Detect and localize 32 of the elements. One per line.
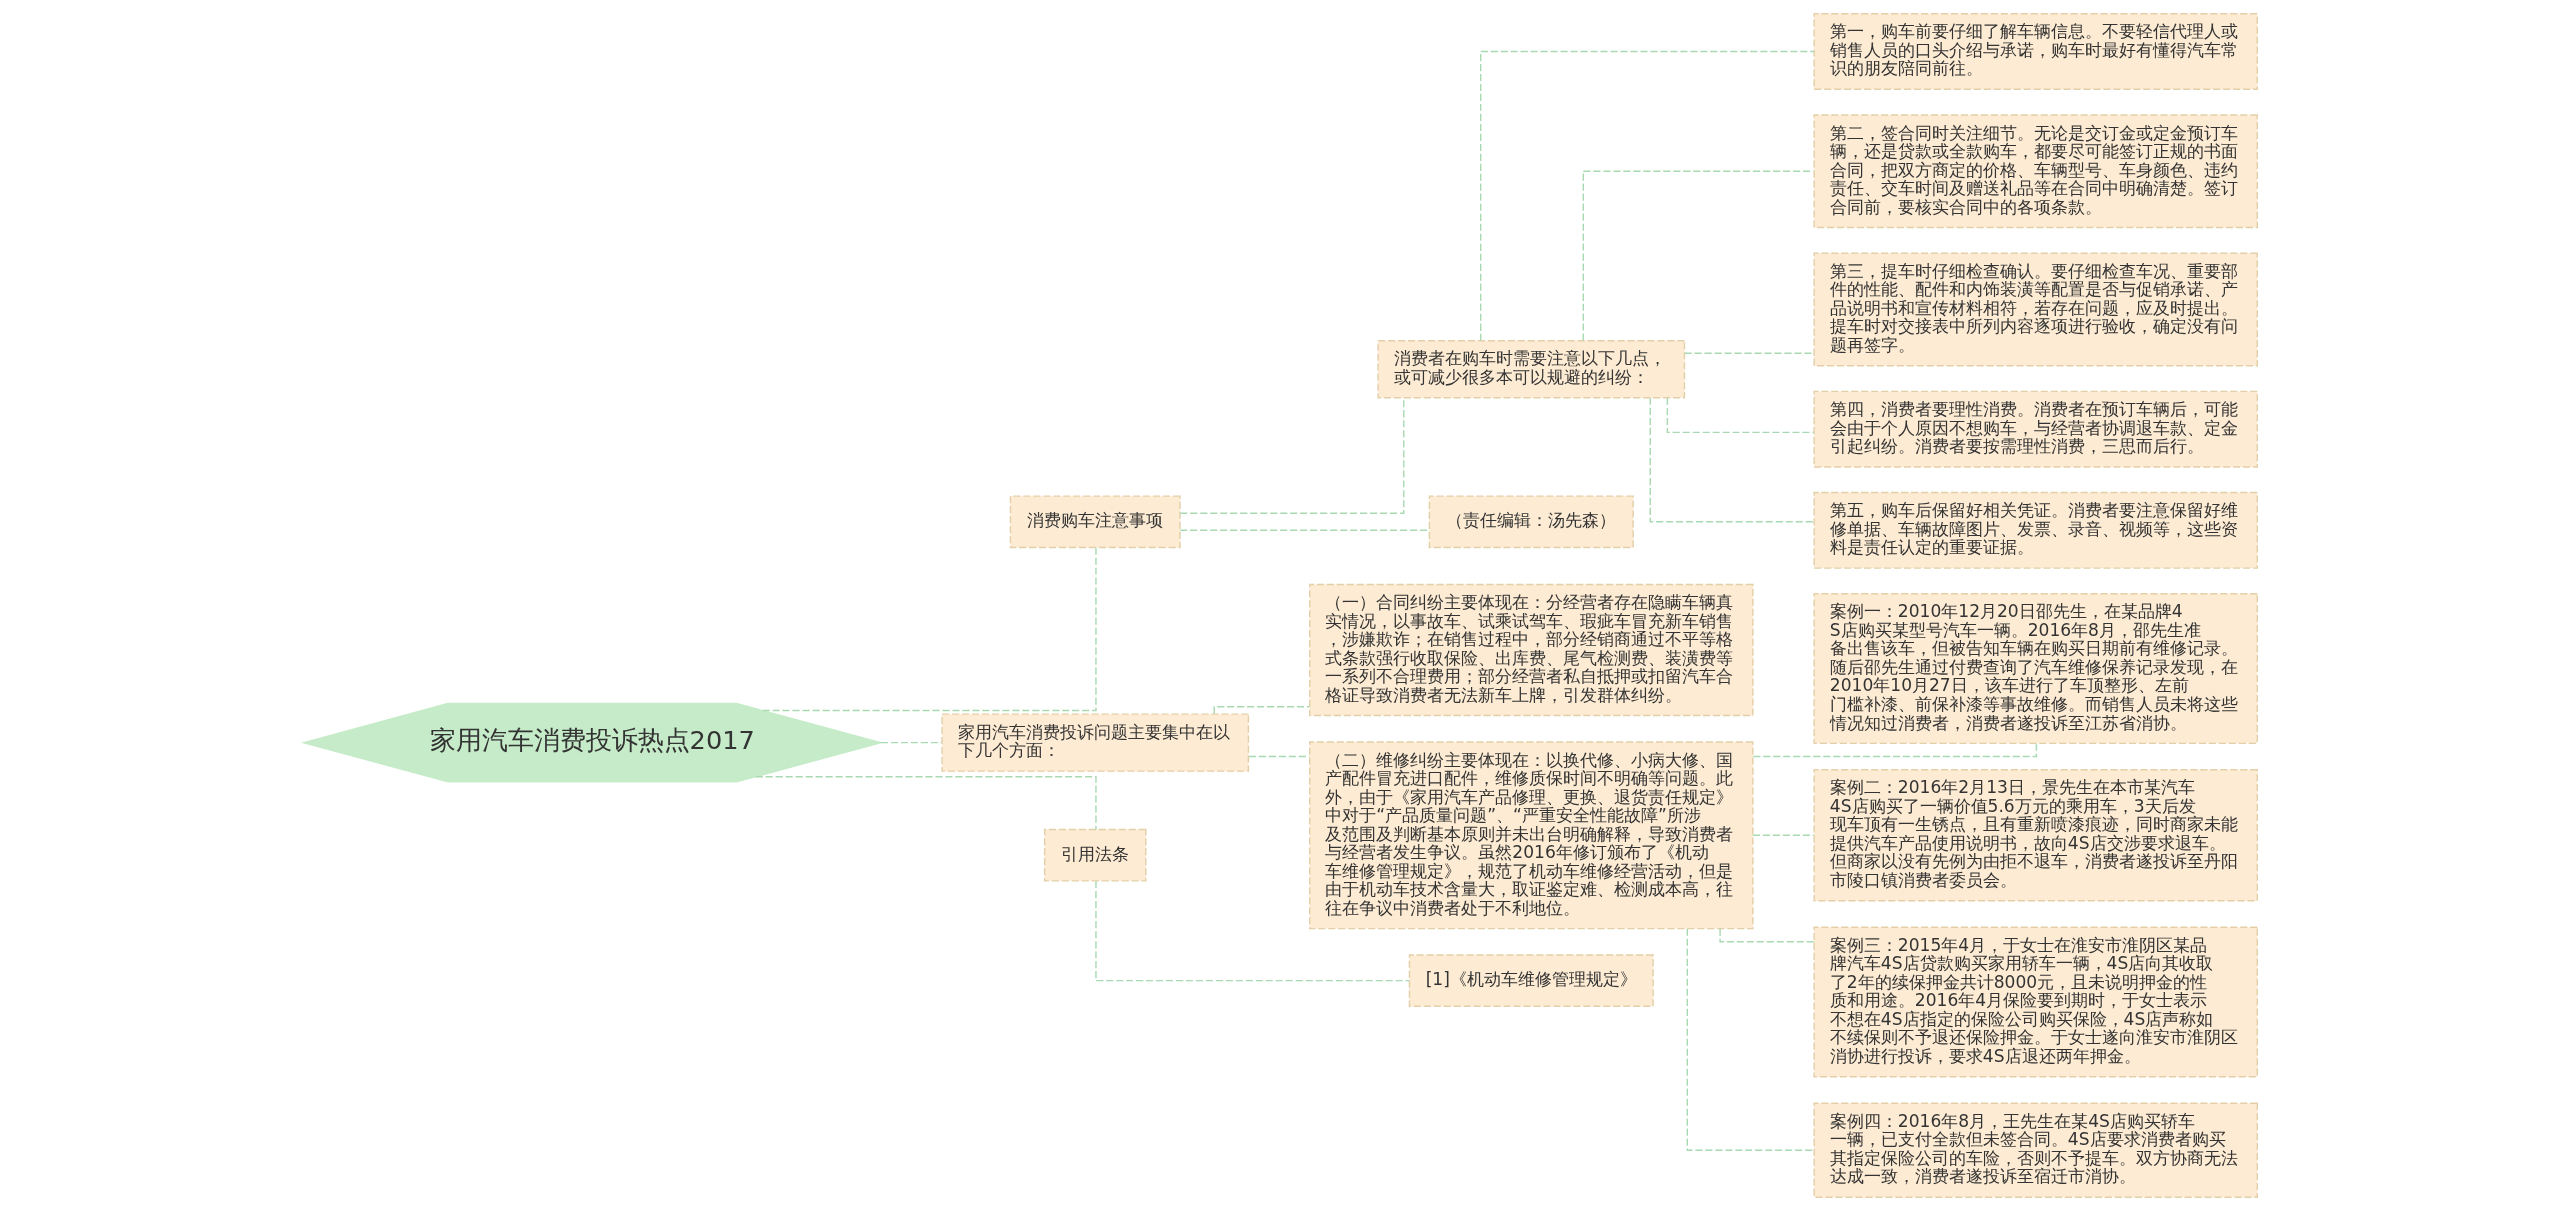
connector: [754, 775, 1097, 831]
connector: [1179, 397, 1404, 514]
connector: [1179, 529, 1430, 532]
node-box: （责任编辑：汤先森）: [1428, 495, 1634, 549]
node-box: 第三，提车时仔细检查确认。要仔细检查车况、重要部件的性能、配件和内饰装潢等配置是否与促销承诺、产品说明书和宣传材料相符，若存在问题，应及时提出。提车时对交接表中所列内容逐项进行验收，确定没有问题再签字。: [1812, 252, 2258, 367]
connector: [1718, 928, 1815, 943]
connector: [1686, 928, 1815, 1151]
node-box: 第四，消费者要理性消费。消费者在预订车辆后，可能会由于个人原因不想购车，与经营者协调退车款、定金引起纠纷。消费者要按需理性消费，三思而后行。: [1812, 390, 2258, 468]
connector: [1666, 397, 1815, 434]
connector: [761, 546, 1097, 712]
node-box: 第二，签合同时关注细节。无论是交订金或定金预订车辆，还是贷款或全款购车，都要尽可能签订正规的书面合同，把双方商定的价格、车辆型号、车身颜色、违约责任、交车时间及赠送礼品等在合同中明确清楚。签订合同前，要核实合同中的各项条款。: [1812, 114, 2258, 229]
node-box: [1]《机动车维修管理规定》: [1408, 954, 1654, 1007]
node-box: 引用法条: [1043, 828, 1147, 882]
connector: [1094, 880, 1410, 982]
connector: [1751, 834, 1815, 836]
node-box: 第五，购车后保留好相关凭证。消费者要注意保留好维修单据、车辆故障图片、发票、录音、视频等，这些资料是责任认定的重要证据。: [1812, 491, 2258, 569]
node-box: （一）合同纠纷主要体现在：分经营者存在隐瞒车辆真实情况，以事故车、试乘试驾车、瑕疵车冒充新车销售，涉嫌欺诈；在销售过程中，部分经销商通过不平等格式条款强行收取保险、出库费、尾气检测费、装潢费等一系列不合理费用；部分经营者私自抵押或扣留汽车合格证导致消费者无法新车上牌，引发群体纠纷。: [1308, 583, 1754, 717]
node-box: （二）维修纠纷主要体现在：以换代修、小病大修、国产配件冒充进口配件，维修质保时间不明确等问题。此外，由于《家用汽车产品修理、更换、退货责任规定》中对于“产品质量问题”、“严重安全性能故障”所涉及范围及判断基本原则并未出台明确解释，导致消费者与经营者发生争议。虽然2016年修订颁布了《机动车维修管理规定》，规范了机动车维修经营活动，但是由于机动车技术含量大，取证鉴定难、检测成本高，往往在争议中消费者处于不利地位。: [1308, 741, 1754, 930]
node-box: 案例四：2016年8月，王先生在某4S店购买轿车一辆，已支付全款但未签合同。4S店要求消费者购买其指定保险公司的车险，否则不予提车。双方协商无法达成一致，消费者遂投诉至宿迁市消协。: [1812, 1102, 2258, 1198]
node-box: 案例三：2015年4月，于女士在淮安市淮阴区某品牌汽车4S店贷款购买家用轿车一辆，4S店向其收取了2年的续保押金共计8000元，且未说明押金的性质和用途。2016年4月保险要到期时，于女士表示不想在4S店指定的保险公司购买保险，4S店声称如不续保则不予退还保险押金。于女士遂向淮安市淮阴区消协进行投诉，要求4S店退还两年押金。: [1812, 926, 2258, 1078]
node-box: 消费者在购车时需要注意以下几点，或可减少很多本可以规避的纠纷：: [1376, 340, 1685, 399]
connector: [1752, 742, 2037, 758]
connector: [1479, 50, 1815, 342]
connector: [1683, 352, 1814, 354]
node-box: 消费购车注意事项: [1009, 495, 1181, 549]
node-box: 家用汽车消费投诉问题主要集中在以下几个方面：: [940, 713, 1249, 772]
connector: [1649, 397, 1814, 523]
connector: [879, 741, 942, 744]
connector: [1213, 706, 1310, 715]
node-box: 第一，购车前要仔细了解车辆信息。不要轻信代理人或销售人员的口头介绍与承诺，购车时最好有懂得汽车常识的朋友陪同前往。: [1812, 13, 2258, 90]
node-box: 案例二：2016年2月13日，景先生在本市某汽车4S店购买了一辆价值5.6万元的乘用车，3天后发现车顶有一生锈点，且有重新喷漆痕迹，同时商家未能提供汽车产品使用说明书，故向4S店交涉要求退车。但商家以没有先例为由拒不退车，消费者遂投诉至丹阳市陵口镇消费者委员会。: [1812, 769, 2258, 902]
node-box: 案例一：2010年12月20日邵先生，在某品牌4S店购买某型号汽车一辆。2016年8月，邵先生准备出售该车，但被告知车辆在购买日期前有维修记录。随后邵先生通过付费查询了汽车维修保养记录发现，在2010年10月27日，该车进行了车顶整形、左前门槛补漆、前保补漆等事故维修。而销售人员未将这些情况知过消费者，消费者遂投诉至江苏省消协。: [1812, 593, 2258, 745]
